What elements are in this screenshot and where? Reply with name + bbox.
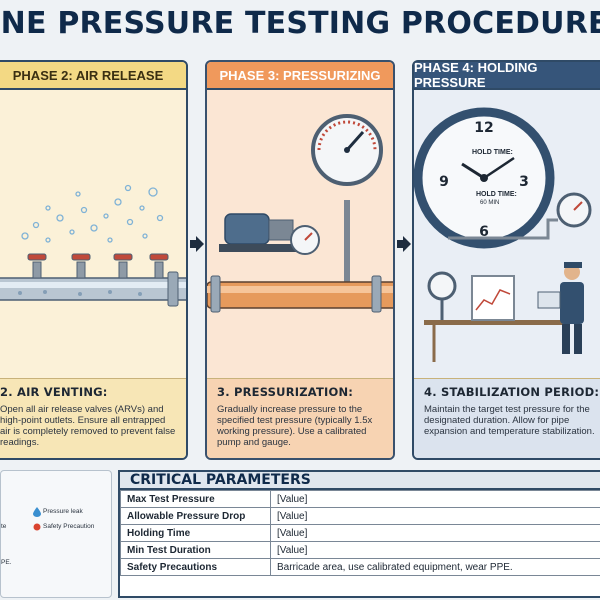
table-row: Min Test Duration[Value]	[120, 541, 600, 559]
phase-2-header: PHASE 2: AIR RELEASE	[0, 62, 186, 90]
legend-fragment: te	[1, 523, 7, 530]
table-row: Allowable Pressure Drop[Value]	[120, 507, 600, 525]
phase-4-header: PHASE 4: HOLDING PRESSURE	[414, 62, 600, 90]
clock-numeral: 6	[479, 224, 489, 240]
phase-2-text: Open all air release valves (ARVs) and h…	[0, 404, 176, 448]
phase-3-description: 3. PRESSURIZATION: Gradually increase pr…	[207, 378, 393, 458]
clock-hold-label: HOLD TIME:	[472, 149, 513, 156]
critical-parameters-table: CRITICAL PARAMETERS Max Test Pressure[Va…	[118, 470, 600, 598]
table-row: Max Test Pressure[Value]	[120, 490, 600, 508]
air-release-illustration	[0, 90, 186, 442]
clock-numeral: 9	[439, 174, 449, 190]
phase-3-header: PHASE 3: PRESSURIZING	[207, 62, 393, 90]
pump-and-gauge-icon	[207, 114, 393, 313]
clock-hold-value: 60 MIN	[480, 200, 499, 206]
phase-3-step-title: 3. PRESSURIZATION:	[217, 385, 354, 399]
clock-and-inspector-icon: 12 9 3 6 HOLD TIME: HOLD TIME: 60 MIN	[414, 107, 592, 362]
clock-numeral: 12	[474, 120, 493, 136]
parameters-table: Max Test Pressure[Value] Allowable Press…	[120, 490, 600, 576]
phase-4-description: 4. STABILIZATION PERIOD: Maintain the ta…	[414, 378, 600, 458]
holding-pressure-illustration: 12 9 3 6 HOLD TIME: HOLD TIME: 60 MIN	[414, 90, 600, 442]
table-row: Holding Time[Value]	[120, 524, 600, 542]
pressurizing-illustration	[207, 90, 393, 442]
phase-4-step-title: 4. STABILIZATION PERIOD:	[424, 385, 600, 399]
water-drop-icon	[33, 507, 41, 517]
page-title: LINE PRESSURE TESTING PROCEDURE: A STEP-…	[0, 6, 600, 41]
phase-2-panel: PHASE 2: AIR RELEASE	[0, 60, 188, 460]
parameters-title: CRITICAL PARAMETERS	[120, 472, 600, 490]
phase-2-step-title: 2. AIR VENTING:	[0, 385, 108, 399]
phase-4-panel: PHASE 4: HOLDING PRESSURE 12 9 3 6 HOLD …	[412, 60, 600, 460]
safety-icon	[33, 523, 41, 531]
clock-hold-label-2: HOLD TIME:	[476, 191, 517, 198]
arrow-right-icon	[397, 236, 411, 252]
clock-numeral: 3	[519, 174, 529, 190]
phase-2-description: 2. AIR VENTING: Open all air release val…	[0, 378, 186, 458]
legend: Pressure leak Safety Precaution te PE.	[0, 470, 112, 598]
arrow-right-icon	[190, 236, 204, 252]
legend-fragment: PE.	[1, 559, 12, 566]
legend-item-safety: Safety Precaution	[43, 523, 95, 530]
phase-3-panel: PHASE 3: PRESSURIZING 3. PRESSURIZATION	[205, 60, 395, 460]
pipe-with-valves-icon	[0, 184, 186, 307]
phase-4-text: Maintain the target test pressure for th…	[424, 404, 595, 437]
phase-3-text: Gradually increase pressure to the speci…	[217, 404, 373, 448]
legend-item-pressure-leak: Pressure leak	[43, 508, 83, 515]
